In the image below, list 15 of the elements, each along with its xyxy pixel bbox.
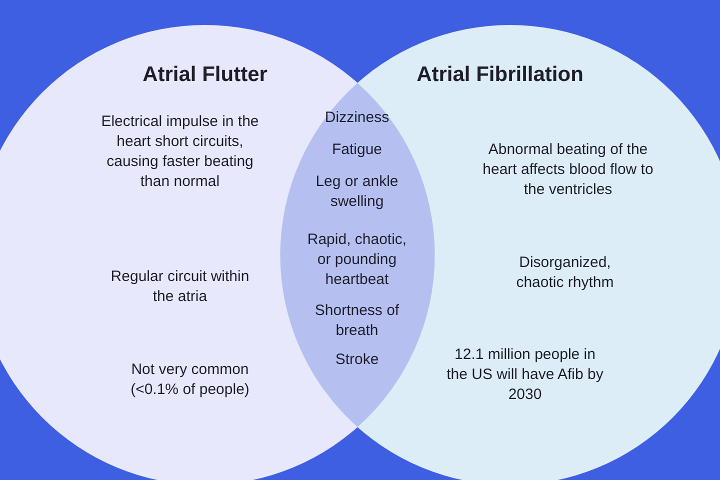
set-title: Atrial Flutter — [142, 62, 268, 88]
description-text: Abnormal beating of the heart affects blood flow to the ventricles — [482, 140, 654, 200]
symptom-label: Fatigue — [330, 140, 384, 160]
description-text: Disorganized, chaotic rhythm — [515, 253, 615, 293]
symptom-label: Dizziness — [324, 108, 390, 128]
symptom-label: Shortness of breath — [314, 301, 400, 341]
symptom-label: Stroke — [334, 350, 380, 370]
overlap-region — [280, 80, 435, 430]
symptom-label: Leg or ankle swelling — [314, 172, 400, 212]
description-text: Electrical impulse in the heart short circuits, causing faster beating than normal — [100, 112, 260, 192]
set-title: Atrial Fibrillation — [416, 62, 584, 88]
description-text: Not very common (<0.1% of people) — [130, 360, 250, 400]
description-text: Regular circuit within the atria — [110, 267, 250, 307]
symptom-label: Rapid, chaotic, or pounding heartbeat — [306, 230, 408, 290]
description-text: 12.1 million people in the US will have Afib by 2030 — [446, 345, 604, 405]
